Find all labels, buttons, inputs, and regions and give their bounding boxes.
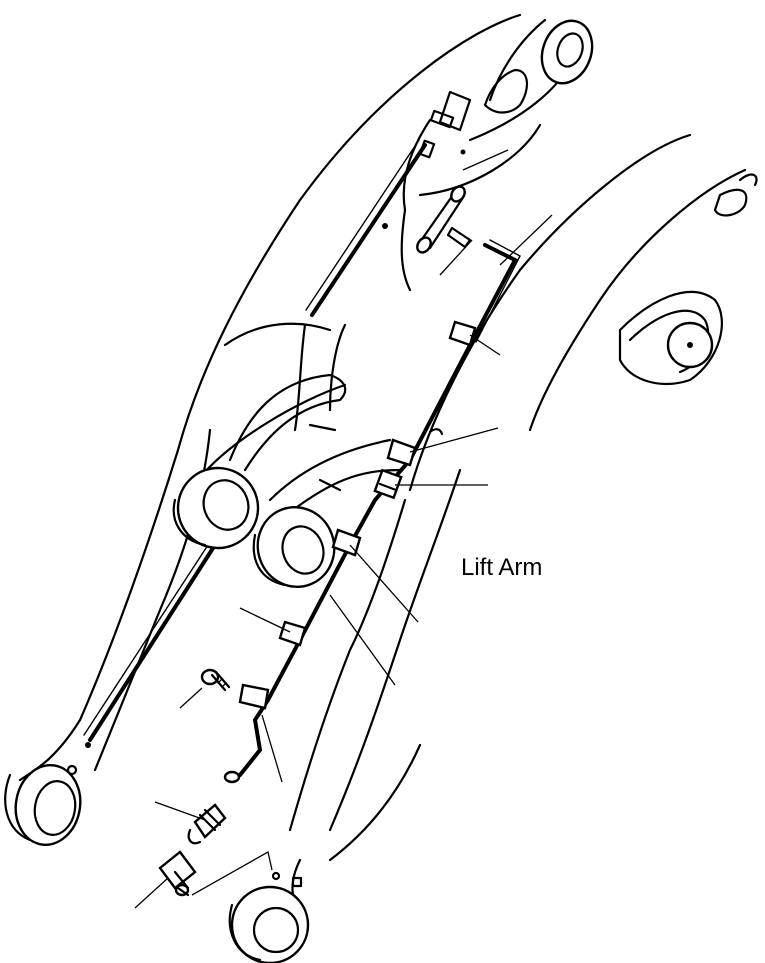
loose-parts	[158, 668, 231, 897]
left-lift-arm	[4, 13, 594, 846]
lift-arm-label: Lift Arm	[461, 554, 543, 581]
leader-lines	[134, 149, 553, 909]
sensor-rod-assembly	[223, 185, 521, 784]
right-lift-arm	[228, 133, 758, 963]
cross-member	[172, 322, 402, 588]
